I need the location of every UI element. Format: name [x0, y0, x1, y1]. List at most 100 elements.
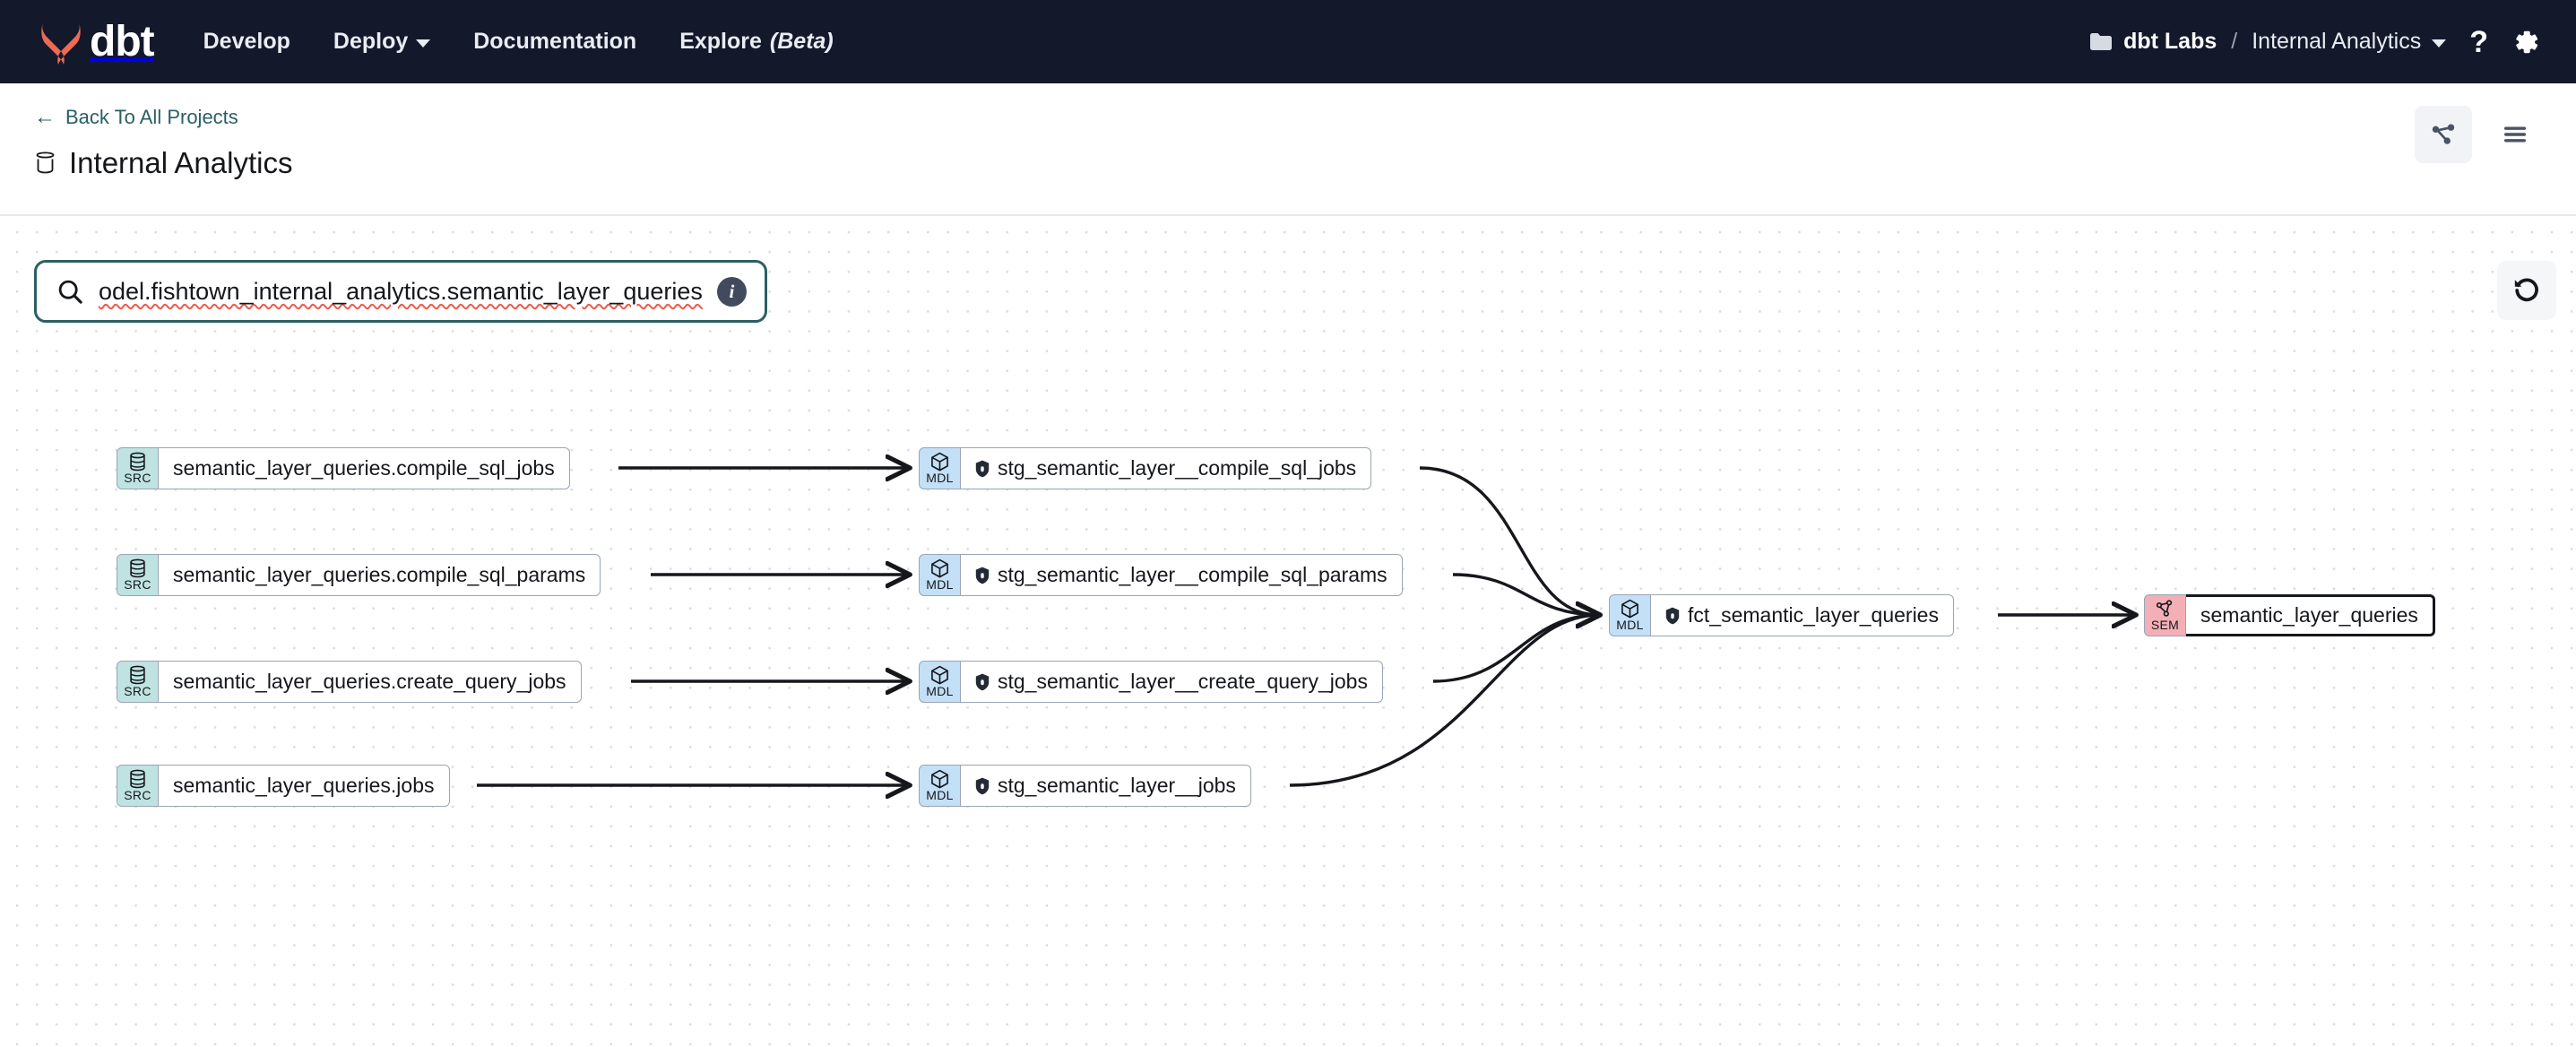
- node-type-label: MDL: [926, 684, 954, 698]
- lineage-node-src-jobs[interactable]: SRC semantic_layer_queries.jobs: [117, 765, 475, 807]
- search-input[interactable]: odel.fishtown_internal_analytics.semanti…: [99, 277, 703, 305]
- lineage-node-mdl-stg-create-query-jobs[interactable]: MDL stg_semantic_layer__create_query_job…: [919, 661, 1431, 703]
- node-type-badge-mdl: MDL: [919, 554, 961, 596]
- node-type-label: SRC: [124, 788, 151, 802]
- shield-lock-icon: [1665, 607, 1680, 624]
- cube-icon: [930, 769, 949, 789]
- edge-mdl2-fct: [1452, 573, 1599, 615]
- folder-icon: [2090, 33, 2113, 50]
- node-type-label: MDL: [926, 788, 954, 802]
- node-type-badge-mdl: MDL: [919, 447, 961, 489]
- node-type-badge-mdl: MDL: [919, 765, 961, 807]
- node-label: semantic_layer_queries.jobs: [173, 774, 435, 797]
- nav-deploy-label: Deploy: [333, 29, 409, 54]
- dbt-wordmark: dbt: [90, 17, 155, 65]
- node-label: stg_semantic_layer__compile_sql_params: [998, 563, 1387, 586]
- lineage-view-button[interactable]: [2415, 106, 2472, 163]
- shield-lock-icon: [975, 777, 990, 794]
- node-label: fct_semantic_layer_queries: [1688, 603, 1939, 627]
- breadcrumb-separator: /: [2231, 29, 2238, 54]
- search-input-wrapper[interactable]: odel.fishtown_internal_analytics.semanti…: [34, 260, 767, 323]
- database-cylinder-icon: [128, 452, 147, 472]
- node-body[interactable]: stg_semantic_layer__compile_sql_jobs: [961, 447, 1372, 489]
- cube-icon: [1621, 599, 1639, 619]
- edge-mdl3-fct: [1432, 615, 1599, 683]
- node-body[interactable]: stg_semantic_layer__compile_sql_params: [961, 554, 1403, 596]
- node-body[interactable]: semantic_layer_queries.create_query_jobs: [159, 661, 582, 703]
- cube-icon: [930, 452, 949, 472]
- node-type-label: MDL: [1616, 618, 1644, 632]
- reset-counterclockwise-icon: [2514, 278, 2538, 302]
- gear-icon[interactable]: [2511, 28, 2540, 56]
- nav-explore-label: Explore: [679, 29, 762, 54]
- node-body[interactable]: stg_semantic_layer__jobs: [961, 765, 1251, 807]
- database-cylinder-icon: [128, 665, 147, 685]
- node-label: semantic_layer_queries.create_query_jobs: [173, 670, 566, 693]
- node-body[interactable]: fct_semantic_layer_queries: [1651, 594, 1954, 636]
- lineage-node-mdl-stg-compile-sql-params[interactable]: MDL stg_semantic_layer__compile_sql_para…: [919, 554, 1451, 596]
- node-body[interactable]: stg_semantic_layer__create_query_jobs: [961, 661, 1383, 703]
- node-type-badge-src: SRC: [117, 765, 159, 807]
- search-icon: [58, 280, 82, 304]
- view-mode-toggle: [2415, 106, 2544, 163]
- nav-explore[interactable]: Explore (Beta): [679, 29, 834, 55]
- breadcrumb: dbt Labs / Internal Analytics: [2089, 29, 2447, 55]
- node-type-badge-src: SRC: [117, 661, 159, 703]
- database-icon: [36, 151, 55, 174]
- node-label: stg_semantic_layer__create_query_jobs: [998, 670, 1368, 693]
- lineage-node-mdl-fct-semantic-layer-queries[interactable]: MDL fct_semantic_layer_queries: [1609, 594, 1996, 636]
- node-type-label: SRC: [124, 577, 151, 592]
- node-type-badge-src: SRC: [117, 447, 159, 489]
- node-type-label: MDL: [926, 471, 954, 485]
- info-icon[interactable]: i: [716, 276, 747, 307]
- chevron-down-icon: [416, 39, 431, 48]
- node-body[interactable]: semantic_layer_queries.compile_sql_param…: [159, 554, 601, 596]
- nav-deploy[interactable]: Deploy: [333, 29, 431, 55]
- help-icon[interactable]: ?: [2469, 24, 2488, 59]
- dbt-logo[interactable]: dbt: [38, 17, 155, 65]
- back-to-all-projects-link[interactable]: ← Back To All Projects: [34, 106, 238, 129]
- node-label: stg_semantic_layer__jobs: [998, 774, 1236, 797]
- page-title: Internal Analytics: [69, 146, 293, 179]
- lineage-node-src-create-query-jobs[interactable]: SRC semantic_layer_queries.create_query_…: [117, 661, 629, 703]
- semantic-graph-icon: [2156, 599, 2174, 619]
- primary-nav: Develop Deploy Documentation Explore (Be…: [203, 29, 834, 55]
- node-type-label: SEM: [2150, 618, 2180, 632]
- node-label: semantic_layer_queries.compile_sql_param…: [173, 563, 586, 586]
- lineage-canvas[interactable]: odel.fishtown_internal_analytics.semanti…: [0, 218, 2576, 1047]
- breadcrumb-org[interactable]: dbt Labs: [2123, 29, 2217, 54]
- node-body[interactable]: semantic_layer_queries.compile_sql_jobs: [159, 447, 570, 489]
- chevron-down-icon[interactable]: [2432, 39, 2447, 48]
- shield-lock-icon: [975, 567, 990, 584]
- node-label: semantic_layer_queries.compile_sql_jobs: [173, 456, 555, 480]
- node-body[interactable]: semantic_layer_queries.jobs: [159, 765, 450, 807]
- lineage-node-src-compile-sql-params[interactable]: SRC semantic_layer_queries.compile_sql_p…: [117, 554, 649, 596]
- lineage-node-mdl-stg-compile-sql-jobs[interactable]: MDL stg_semantic_layer__compile_sql_jobs: [919, 447, 1418, 489]
- node-type-label: SRC: [124, 471, 151, 485]
- nav-documentation-label: Documentation: [473, 29, 637, 54]
- lineage-node-mdl-stg-jobs[interactable]: MDL stg_semantic_layer__jobs: [919, 765, 1288, 807]
- node-label: stg_semantic_layer__compile_sql_jobs: [998, 456, 1357, 480]
- nav-develop[interactable]: Develop: [203, 29, 290, 55]
- database-cylinder-icon: [128, 769, 147, 789]
- breadcrumb-project[interactable]: Internal Analytics: [2252, 29, 2422, 54]
- back-link-label: Back To All Projects: [65, 106, 238, 128]
- lineage-graph-icon: [2432, 124, 2455, 144]
- hamburger-list-icon: [2503, 126, 2527, 143]
- dbt-x-logo-icon: [41, 22, 81, 65]
- node-type-badge-mdl: MDL: [919, 661, 961, 703]
- database-cylinder-icon: [128, 558, 147, 578]
- node-type-badge-src: SRC: [117, 554, 159, 596]
- lineage-node-src-compile-sql-jobs[interactable]: SRC semantic_layer_queries.compile_sql_j…: [117, 447, 617, 489]
- nav-documentation[interactable]: Documentation: [473, 29, 636, 55]
- lineage-node-sem-semantic-layer-queries[interactable]: SEM semantic_layer_queries: [2144, 594, 2477, 636]
- reset-view-button[interactable]: [2497, 261, 2556, 320]
- node-body[interactable]: semantic_layer_queries: [2186, 594, 2435, 636]
- nav-explore-beta-tag: (Beta): [769, 29, 834, 54]
- cube-icon: [930, 665, 949, 685]
- node-type-badge-mdl: MDL: [1609, 594, 1651, 636]
- top-navigation-bar: dbt Develop Deploy Documentation Explore…: [0, 0, 2576, 83]
- shield-lock-icon: [975, 673, 990, 690]
- left-arrow-icon: ←: [34, 105, 56, 129]
- list-view-button[interactable]: [2486, 106, 2544, 163]
